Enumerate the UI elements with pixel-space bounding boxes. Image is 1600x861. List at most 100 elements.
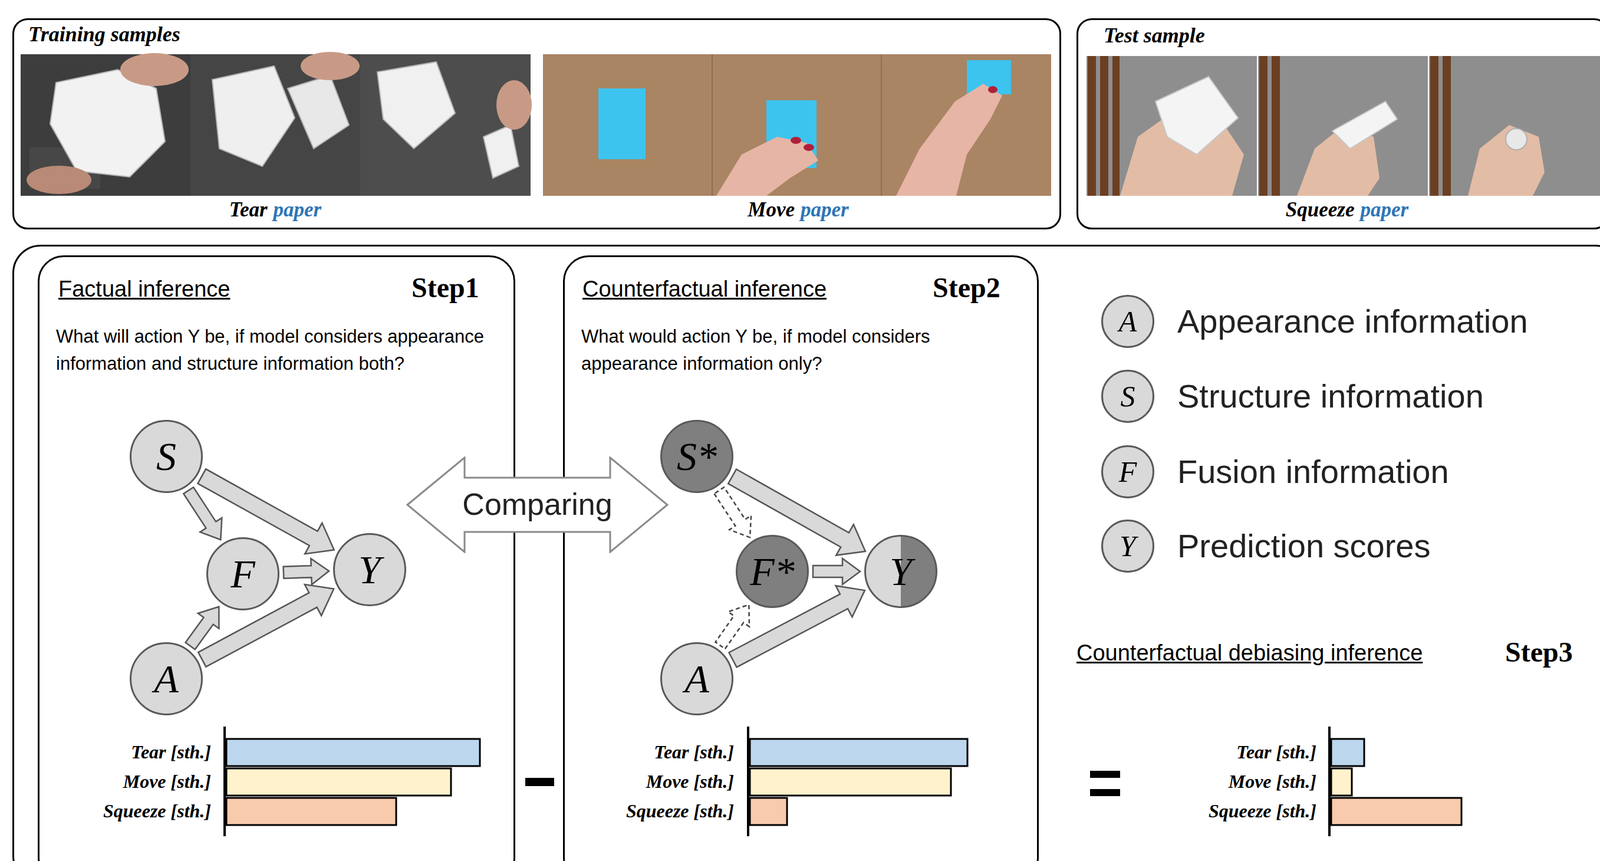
text-holder: Squeezepaper <box>1285 198 1409 222</box>
bar-label: Squeeze [sth.] <box>103 800 212 822</box>
variable-circle: A <box>660 642 734 716</box>
text-holder: Comparing <box>406 456 669 553</box>
variable-letter: F* <box>749 551 795 592</box>
text-holder: Prediction scores <box>1177 527 1431 565</box>
sticky-note <box>598 88 646 160</box>
hand <box>1467 124 1545 196</box>
panel-heading: Training samples <box>28 22 181 46</box>
text-holder: What would action Y be, if model conside… <box>581 323 1030 378</box>
variable-circle: F <box>206 537 280 611</box>
block-arrow <box>198 468 335 554</box>
text-holder: F <box>1103 446 1153 497</box>
bar-axis <box>223 726 226 836</box>
caption-verb: Tear <box>229 198 268 222</box>
hand <box>120 53 189 87</box>
step-label: Step2 <box>932 271 1001 304</box>
text-holder: Tearpaper <box>229 198 322 222</box>
frame-edge <box>880 54 882 196</box>
variable-circle: A <box>129 642 203 716</box>
text-holder: What will action Y be, if model consider… <box>56 323 508 378</box>
bar <box>226 768 451 796</box>
variable-letter: S <box>156 436 177 477</box>
text-holder: F <box>208 538 278 609</box>
hand <box>896 83 1003 196</box>
fence <box>1442 56 1451 196</box>
text-holder: F* <box>737 536 808 607</box>
bar <box>1331 738 1365 766</box>
legend-circle: YPrediction scores <box>1101 519 1155 573</box>
paper <box>212 66 295 167</box>
fence <box>1259 56 1268 196</box>
dashed-block-arrow <box>715 604 750 649</box>
bar-label: Move [sth.] <box>1228 770 1317 792</box>
variable-circle: Y <box>333 532 407 607</box>
label-holder: Squeeze [sth.] <box>103 800 212 822</box>
dashed-block-arrow <box>714 486 752 538</box>
variable-circle: Y <box>864 534 938 608</box>
text-holder: Y <box>866 536 936 607</box>
paper <box>483 124 519 179</box>
caption-verb: Move <box>747 198 795 222</box>
fence <box>1271 56 1280 196</box>
bar <box>226 738 480 766</box>
bar <box>226 797 397 825</box>
label-holder: Squeeze [sth.] <box>626 800 734 822</box>
legend-text: Prediction scores <box>1177 527 1431 565</box>
label-holder: Move [sth.] <box>123 771 212 792</box>
bar-label: Squeeze [sth.] <box>1208 800 1317 822</box>
caption-verb: Squeeze <box>1285 198 1355 222</box>
block-arrow <box>728 469 866 556</box>
minus-sign <box>525 777 555 786</box>
text-holder: Y <box>1103 521 1153 571</box>
variable-circle: S* <box>660 419 734 493</box>
nail <box>790 136 802 144</box>
variable-letter: Y <box>358 549 381 590</box>
fence <box>1100 56 1109 196</box>
paper <box>377 61 456 149</box>
legend-text: Appearance information <box>1177 302 1529 340</box>
equals-sign <box>1090 788 1121 796</box>
bar-label: Tear [sth.] <box>130 741 212 763</box>
legend-circle: FFusion information <box>1101 445 1155 499</box>
bar-label: Squeeze [sth.] <box>626 800 734 822</box>
text-holder: Test sample <box>1103 23 1206 48</box>
bar <box>749 797 788 825</box>
legend-letter: S <box>1120 381 1136 411</box>
label-holder: Tear [sth.] <box>1236 741 1317 763</box>
bar-label: Tear [sth.] <box>653 741 734 763</box>
variable-circle: F* <box>735 534 809 608</box>
label-holder: Squeeze [sth.] <box>1208 800 1317 822</box>
text-holder: Step1 <box>411 272 480 304</box>
bar <box>1331 768 1352 796</box>
bar <box>1331 797 1462 825</box>
question-text: What would action Y be, if model conside… <box>581 323 1030 378</box>
paper <box>1332 101 1398 149</box>
panel-heading: Test sample <box>1103 23 1206 48</box>
text-holder: A <box>131 643 202 714</box>
legend-circle: AAppearance information <box>1101 294 1155 348</box>
label-holder: Move [sth.] <box>1228 771 1317 792</box>
equals-sign <box>1090 770 1121 778</box>
label-holder: Tear [sth.] <box>130 741 212 763</box>
training-panel: Training samplesTearpaper Move paper <box>12 18 1062 230</box>
bar-axis <box>746 726 750 836</box>
bar <box>749 738 968 766</box>
legend-letter: Y <box>1119 531 1137 561</box>
caption-object: paper <box>273 198 322 222</box>
question-text: What will action Y be, if model consider… <box>56 323 508 378</box>
text-holder: A <box>1103 296 1153 347</box>
text-holder: Step2 <box>932 272 1001 304</box>
photo-bg <box>1086 56 1600 196</box>
inference-panel: Counterfactual debiasing inference Step3 F… <box>12 244 1600 861</box>
text-holder: Counterfactual debiasing inference <box>1076 639 1423 667</box>
label-holder: Move [sth.] <box>646 771 734 792</box>
nail <box>988 86 998 94</box>
step-label: Step1 <box>411 271 480 304</box>
photo-bg <box>542 54 1052 196</box>
text-holder: Step3 <box>1505 636 1573 668</box>
legend-letter: F <box>1118 456 1138 487</box>
paper <box>1505 128 1527 150</box>
